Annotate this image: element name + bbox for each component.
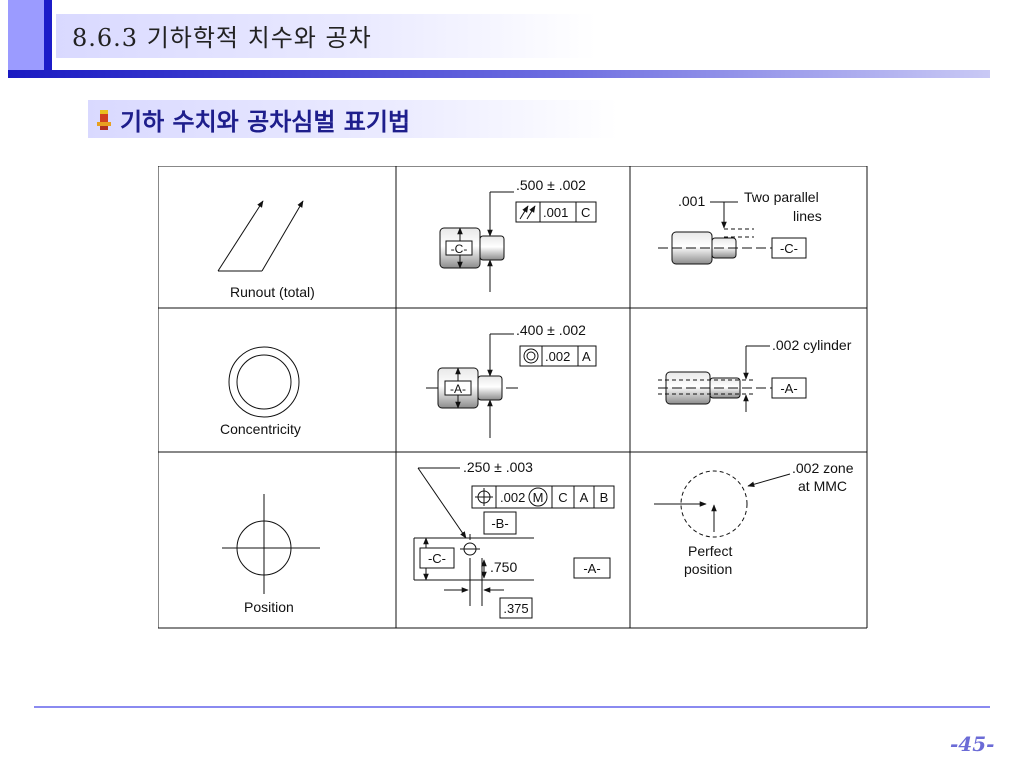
- runout-datum-label: -C-: [451, 242, 468, 256]
- runout-interp-note-1: Two parallel: [744, 189, 819, 205]
- header-title-background: [56, 14, 596, 58]
- gdt-symbols-figure: Runout (total) -C- .500 ± .002 .001 C -C…: [158, 166, 868, 629]
- runout-interp-value: .001: [678, 193, 705, 209]
- concentricity-datum-label: -A-: [450, 382, 466, 396]
- position-example: .250 ± .003 .002 M C A B -B- -C-: [413, 459, 615, 619]
- subtitle-background: [88, 100, 618, 138]
- section-subtitle: 기하 수치와 공차심벌 표기법: [120, 108, 411, 136]
- runout-datum-ref: C: [581, 205, 590, 220]
- footer-divider: [34, 706, 990, 708]
- pencil-bullet-icon: [97, 110, 111, 130]
- position-datum-3: B: [600, 490, 609, 505]
- header-accent-bar: [44, 0, 52, 78]
- page-number: -45-: [950, 732, 995, 756]
- header-accent-square: [8, 0, 48, 70]
- concentricity-dimension: .400 ± .002: [516, 322, 586, 338]
- concentricity-interp-datum: -A-: [780, 381, 797, 396]
- runout-interp-datum: -C-: [780, 241, 798, 256]
- figure-grid: [158, 166, 868, 629]
- runout-label: Runout (total): [230, 284, 315, 300]
- position-modifier: M: [533, 490, 544, 505]
- position-interp-perfect-2: position: [684, 561, 732, 577]
- concentricity-example: -A- .400 ± .002 .002 A: [426, 322, 597, 438]
- concentricity-datum-ref: A: [582, 349, 591, 364]
- page-title: 8.6.3 기하학적 치수와 공차: [72, 24, 372, 52]
- position-datum-2: A: [580, 490, 589, 505]
- position-interpretation: .002 zone at MMC Perfect position: [654, 460, 854, 577]
- position-interp-perfect-1: Perfect: [688, 543, 732, 559]
- runout-tolerance: .001: [543, 205, 568, 220]
- concentricity-symbol: [228, 346, 300, 418]
- position-tolerance: .002: [500, 490, 525, 505]
- position-dim-750: .750: [490, 559, 517, 575]
- position-label-c: -C-: [428, 551, 446, 566]
- position-datum-1: C: [558, 490, 567, 505]
- position-label-b: -B-: [491, 516, 508, 531]
- position-dimension: .250 ± .003: [463, 459, 533, 475]
- concentricity-interpretation: -A- .002 cylinder: [658, 337, 852, 412]
- position-label: Position: [244, 599, 294, 615]
- position-symbol: [222, 494, 320, 594]
- concentricity-interp-note: .002 cylinder: [772, 337, 852, 353]
- runout-interp-note-2: lines: [793, 208, 822, 224]
- runout-dimension: .500 ± .002: [516, 177, 586, 193]
- position-label-a: -A-: [583, 561, 600, 576]
- concentricity-label: Concentricity: [220, 421, 301, 437]
- concentricity-tolerance: .002: [545, 349, 570, 364]
- position-interp-note-1: .002 zone: [792, 460, 854, 476]
- header-divider: [8, 70, 990, 78]
- position-dim-375: .375: [503, 601, 528, 616]
- position-interp-note-2: at MMC: [798, 478, 847, 494]
- runout-example: -C- .500 ± .002 .001 C: [439, 177, 597, 292]
- runout-symbol: [217, 200, 304, 272]
- runout-interpretation: -C- .001 Two parallel lines: [658, 189, 822, 265]
